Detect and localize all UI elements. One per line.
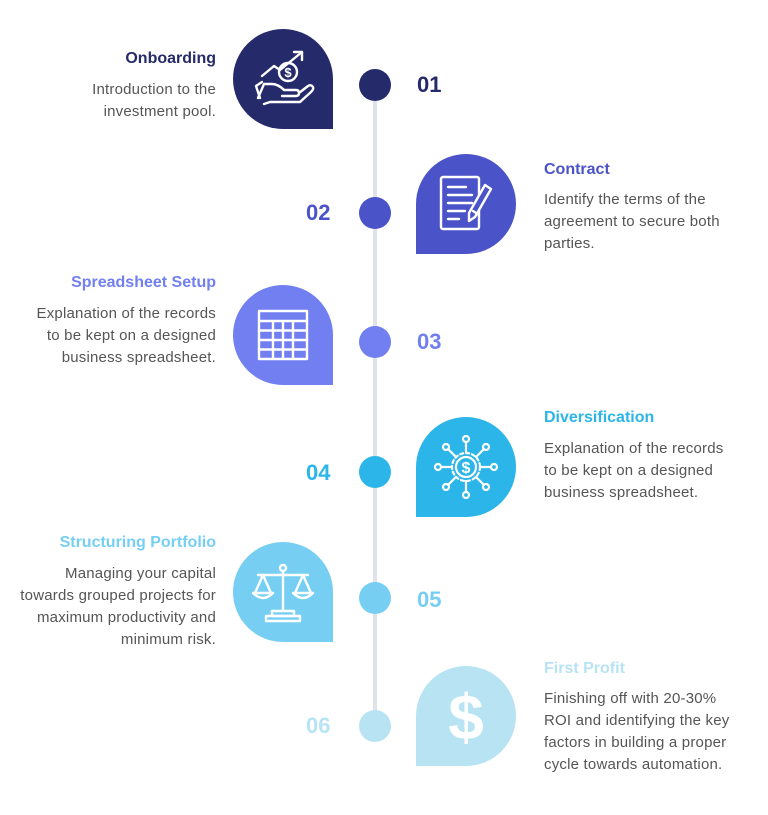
- step-1-number: 01: [417, 72, 442, 97]
- svg-text:$: $: [462, 460, 471, 477]
- step-2-number: 02: [306, 200, 331, 225]
- step-2-badge: [416, 154, 516, 254]
- step-6-description: Finishing off with 20-30% ROI and identi…: [544, 690, 730, 773]
- spreadsheet-icon: [254, 306, 312, 364]
- dollar-sign-icon: $: [441, 683, 491, 749]
- step-4-dot: [359, 456, 391, 488]
- svg-text:$: $: [448, 683, 484, 749]
- step-4-title: Diversification: [544, 409, 655, 426]
- step-5-number: 05: [417, 587, 442, 612]
- step-4-badge: $: [416, 417, 516, 517]
- step-2-dot: [359, 197, 391, 229]
- step-4-number: 04: [306, 460, 331, 485]
- svg-text:$: $: [284, 65, 292, 80]
- step-5-title: Structuring Portfolio: [59, 534, 216, 551]
- contract-pen-icon: [435, 171, 497, 237]
- step-5-badge: [233, 542, 333, 642]
- step-4-description: Explanation of the records to be kept on…: [544, 440, 724, 501]
- step-1-title: Onboarding: [125, 50, 216, 67]
- step-1-description: Introduction to the investment pool.: [92, 81, 216, 120]
- step-6-dot: [359, 710, 391, 742]
- timeline-line: [373, 84, 377, 729]
- step-6-title: First Profit: [544, 660, 625, 677]
- step-1-badge: $: [233, 29, 333, 129]
- step-5-description: Managing your capital towards grouped pr…: [20, 565, 216, 648]
- step-1-dot: [359, 69, 391, 101]
- step-6-badge: $: [416, 666, 516, 766]
- step-5-dot: [359, 582, 391, 614]
- diversification-network-icon: $: [431, 432, 501, 502]
- step-2-title: Contract: [544, 161, 610, 178]
- hand-dollar-growth-icon: $: [250, 46, 316, 112]
- step-3-description: Explanation of the records to be kept on…: [36, 305, 216, 366]
- step-3-dot: [359, 326, 391, 358]
- step-2-description: Identify the terms of the agreement to s…: [544, 191, 720, 252]
- step-3-number: 03: [417, 329, 442, 354]
- step-3-badge: [233, 285, 333, 385]
- step-3-title: Spreadsheet Setup: [71, 274, 216, 291]
- balance-scale-icon: [250, 559, 316, 625]
- step-6-number: 06: [306, 713, 331, 738]
